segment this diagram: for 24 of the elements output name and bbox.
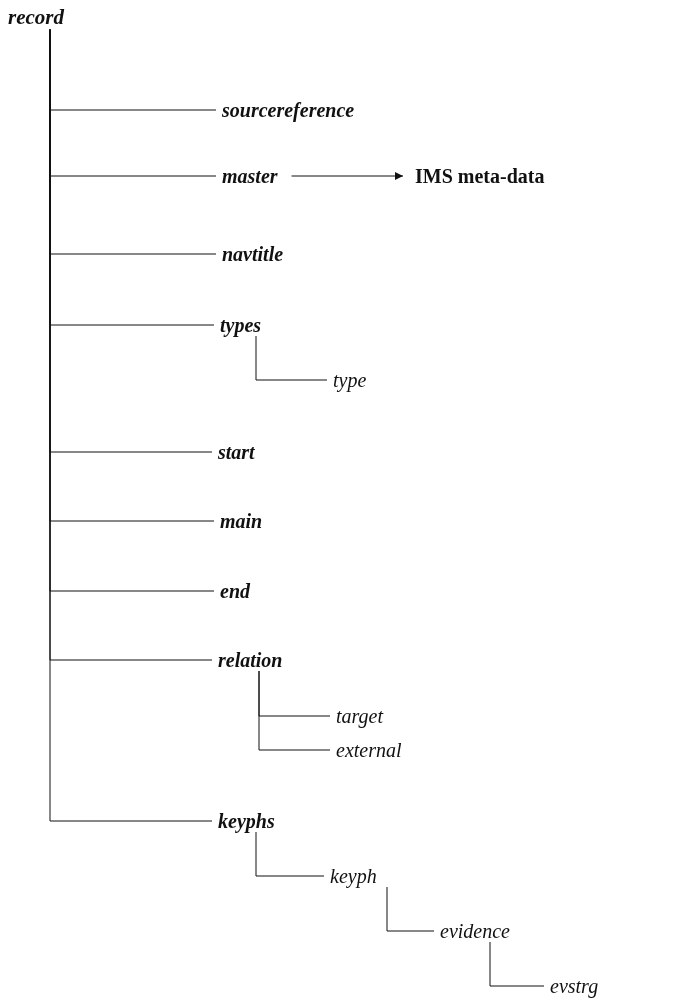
element-name: keyph — [330, 865, 377, 887]
tree-connector — [49, 29, 213, 822]
element-name: sourcereference — [222, 99, 355, 121]
arrow — [291, 172, 404, 180]
element-name: end — [220, 580, 250, 602]
tree-connector — [255, 335, 328, 381]
element-name: types — [220, 314, 262, 336]
element-name: type — [333, 369, 367, 391]
element-name: start — [218, 441, 255, 463]
element-name: main — [220, 510, 263, 532]
tree-connector — [489, 941, 545, 987]
tree-connector — [255, 831, 325, 877]
tree-connector — [386, 886, 435, 932]
element-name: record — [8, 6, 64, 30]
element-name: IMS meta-data — [415, 165, 545, 187]
element-name: keyphs — [218, 810, 275, 832]
element-name: external — [336, 739, 402, 761]
element-name: target — [336, 705, 384, 727]
element-name: master — [222, 165, 278, 187]
element-name: relation — [218, 649, 283, 671]
element-name: navtitle — [222, 243, 284, 265]
element-name: evidence — [440, 920, 510, 942]
element-name: evstrg — [550, 975, 599, 997]
tree-connector — [258, 670, 331, 751]
